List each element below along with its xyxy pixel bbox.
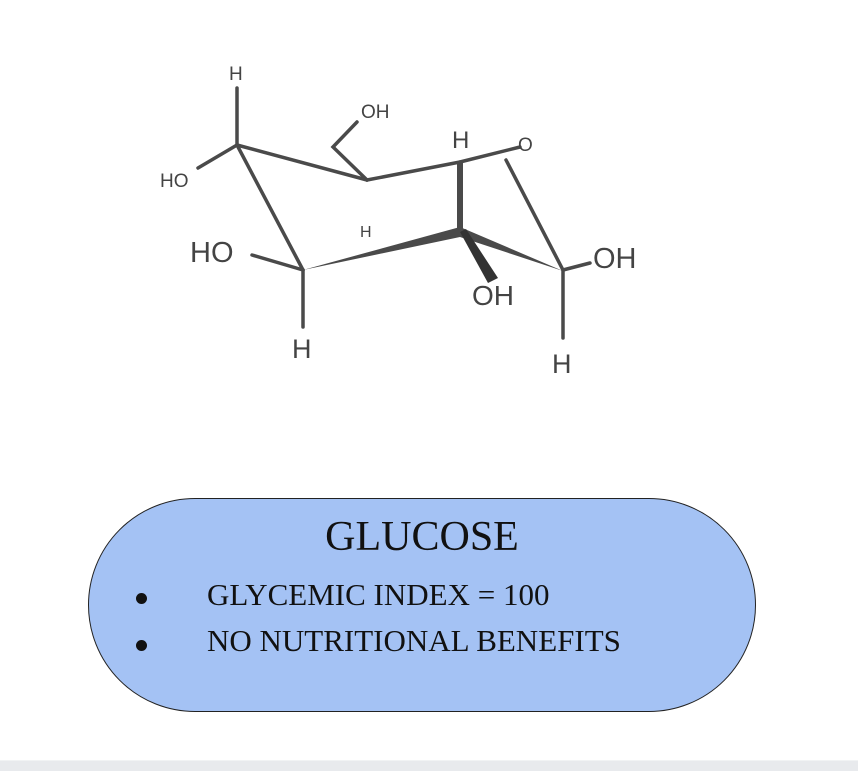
label-oh-wedge: OH <box>472 280 514 311</box>
bond-c1-c2 <box>235 143 369 182</box>
wedge-c4-oh <box>460 229 498 283</box>
bond-c6-oh <box>250 253 305 272</box>
bullet-glycemic-index: GLYCEMIC INDEX = 100 <box>207 577 550 612</box>
bond-c1-c6 <box>235 143 305 272</box>
wedge-c6-c4 <box>303 227 460 270</box>
label-ho-left: HO <box>190 237 234 269</box>
bond-c5-oh <box>561 261 592 272</box>
info-box-title: GLUCOSE <box>325 514 519 560</box>
bond-c2-c3 <box>365 160 462 182</box>
label-h-bottom-left: H <box>292 334 312 364</box>
label-h-bottom-right: H <box>552 349 572 379</box>
bond-ch2oh <box>330 120 369 182</box>
label-h-ring-top: H <box>452 127 469 154</box>
label-h-middle: H <box>360 224 372 241</box>
bullet-nutritional-benefits: NO NUTRITIONAL BENEFITS <box>207 623 621 658</box>
bond-c1-oh <box>196 143 239 170</box>
bond-c3-c4-bold <box>457 162 463 232</box>
bond-o-c5 <box>504 158 565 272</box>
bullet-icon <box>136 640 147 651</box>
bond-c3-o <box>458 145 522 164</box>
label-oh-right: OH <box>593 243 637 275</box>
bottom-bar <box>0 760 858 771</box>
glucose-info-box: GLUCOSE GLYCEMIC INDEX = 100 NO NUTRITIO… <box>88 498 756 712</box>
label-o-ring: O <box>518 135 533 156</box>
bullet-icon <box>136 593 147 604</box>
wedge-c4-c5 <box>460 227 563 271</box>
label-h-top: H <box>229 64 243 85</box>
label-oh-ch2: OH <box>361 102 390 123</box>
label-ho-top-left: HO <box>160 171 189 192</box>
glucose-structure-diagram: H HO OH H O OH H OH H HO H <box>160 64 637 379</box>
